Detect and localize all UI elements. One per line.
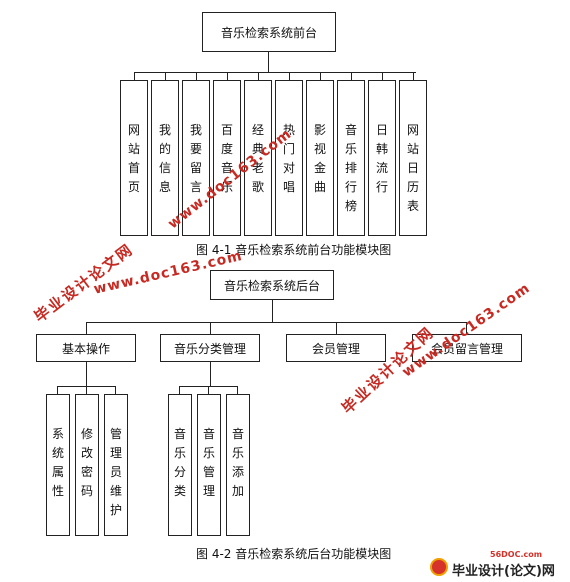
front-item-link (320, 72, 321, 80)
front-item-link (258, 72, 259, 80)
group-music-category-mgmt: 音乐分类管理 (160, 334, 260, 362)
module-music-management: 音乐管理 (197, 394, 221, 536)
group1-child3-link (115, 386, 116, 394)
group2-connector (210, 322, 211, 334)
group2-child3-link (237, 386, 238, 394)
front-module-label: 热门对唱 (282, 123, 295, 194)
back-diagram-caption: 图 4-2 音乐检索系统后台功能模块图 (196, 547, 392, 561)
group4-connector (466, 322, 467, 334)
back-root-node: 音乐检索系统后台 (210, 270, 334, 300)
front-module-label: 音乐排行榜 (344, 123, 357, 213)
front-module-label: 影视金曲 (313, 123, 326, 194)
module-music-category: 音乐分类 (168, 394, 192, 536)
group2-child2-link (208, 386, 209, 394)
front-item-link (196, 72, 197, 80)
front-module-label: 我要留言 (189, 123, 202, 194)
group1-down-line (86, 362, 87, 386)
front-module-2: 我的信息 (151, 80, 179, 236)
front-module-label: 网站首页 (127, 123, 140, 194)
front-module-label: 网站日历表 (406, 123, 419, 213)
front-module-5: 经典老歌 (244, 80, 272, 236)
logo-site-text: 56DOC.com (490, 550, 543, 559)
front-module-8: 音乐排行榜 (337, 80, 365, 236)
back-root-connector (272, 300, 273, 322)
module-change-password: 修改密码 (75, 394, 99, 536)
site-logo: 56DOC.com 毕业设计(论文)网 (430, 550, 566, 579)
front-module-7: 影视金曲 (306, 80, 334, 236)
group1-child2-link (86, 386, 87, 394)
group1-connector (86, 322, 87, 334)
front-module-label: 日韩流行 (375, 123, 388, 194)
group2-down-line (210, 362, 211, 386)
front-item-link (413, 72, 414, 80)
front-module-4: 百度音乐 (213, 80, 241, 236)
back-bus-line (86, 322, 466, 323)
front-bus-line (134, 72, 416, 73)
front-module-label: 经典老歌 (251, 123, 264, 194)
front-diagram-caption: 图 4-1 音乐检索系统前台功能模块图 (196, 243, 392, 257)
front-module-label: 百度音乐 (220, 123, 233, 194)
group1-child1-link (57, 386, 58, 394)
front-root-connector (268, 52, 269, 72)
front-module-9: 日韩流行 (368, 80, 396, 236)
module-music-add: 音乐添加 (226, 394, 250, 536)
front-module-6: 热门对唱 (275, 80, 303, 236)
front-root-node: 音乐检索系统前台 (202, 12, 336, 52)
group-basic-ops: 基本操作 (36, 334, 136, 362)
front-item-link (227, 72, 228, 80)
front-module-label: 我的信息 (158, 123, 171, 194)
group3-connector (336, 322, 337, 334)
group-member-mgmt: 会员管理 (286, 334, 386, 362)
logo-badge-icon (430, 558, 448, 576)
front-module-3: 我要留言 (182, 80, 210, 236)
group2-child1-link (179, 386, 180, 394)
front-item-link (351, 72, 352, 80)
module-system-properties: 系统属性 (46, 394, 70, 536)
group-member-message-mgmt: 会员留言管理 (412, 334, 522, 362)
module-admin-maintenance: 管理员维护 (104, 394, 128, 536)
front-item-link (289, 72, 290, 80)
front-item-link (165, 72, 166, 80)
front-item-link (134, 72, 135, 80)
front-item-link (382, 72, 383, 80)
front-module-10: 网站日历表 (399, 80, 427, 236)
logo-name-text: 毕业设计(论文)网 (452, 564, 555, 579)
front-module-1: 网站首页 (120, 80, 148, 236)
